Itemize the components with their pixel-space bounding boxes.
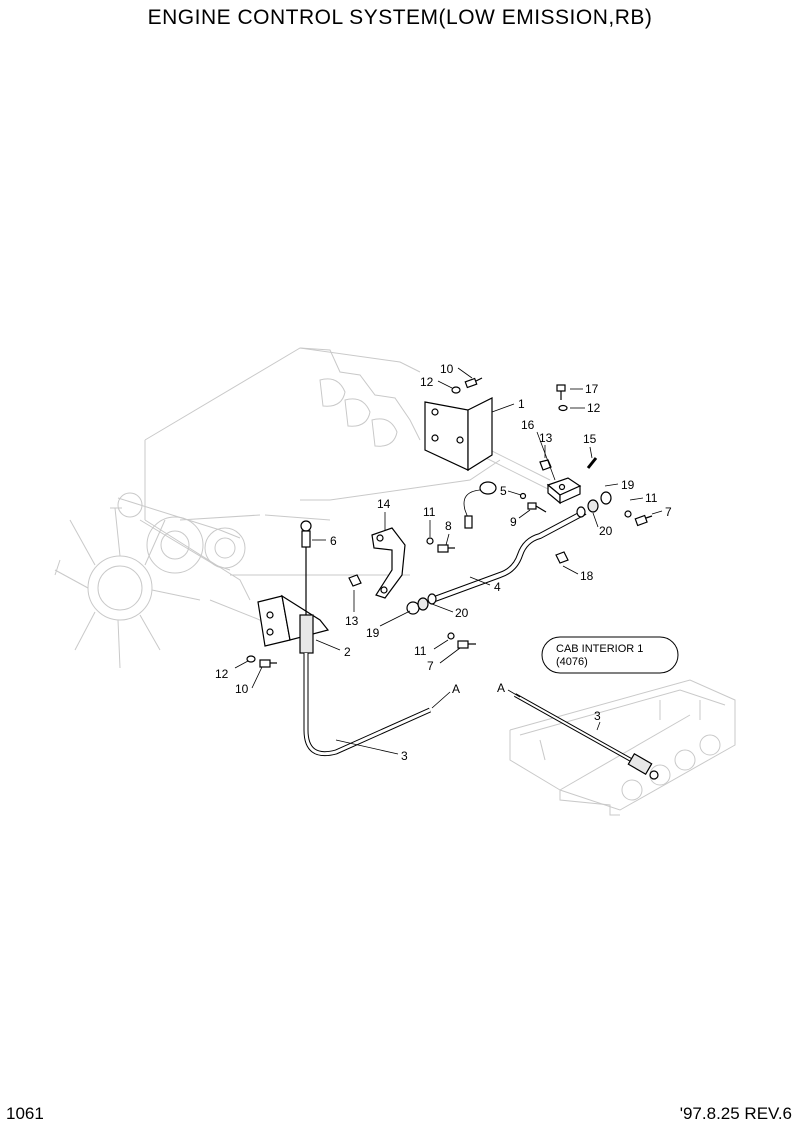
callout-5: 5 <box>500 484 507 498</box>
callout-15: 15 <box>583 432 597 446</box>
cab-console-ghost <box>509 679 736 816</box>
reference-box-line1: CAB INTERIOR 1 <box>556 643 643 655</box>
callout-a-cab: A <box>497 681 505 695</box>
callout-11-middle: 11 <box>423 505 436 519</box>
callout-19-left: 19 <box>366 626 380 640</box>
callout-a-engine: A <box>452 682 460 696</box>
callout-3-cab: 3 <box>594 709 601 723</box>
callout-10-top: 10 <box>440 362 454 376</box>
lever-bracket-part-14 <box>371 527 406 599</box>
callout-labels: 10 12 1 17 12 16 13 15 5 9 19 20 11 7 18… <box>215 362 672 763</box>
callout-20-right: 20 <box>599 524 613 538</box>
callout-2: 2 <box>344 645 351 659</box>
callout-13-right: 13 <box>539 431 553 445</box>
revision-label: '97.8.25 REV.6 <box>679 1104 792 1123</box>
callout-4: 4 <box>494 580 501 594</box>
callout-12-top: 12 <box>420 375 434 389</box>
rod-part-4 <box>430 509 587 603</box>
sensor-connector-part-8 <box>463 481 497 529</box>
hardware <box>246 377 653 668</box>
clamp-part-16 <box>546 477 582 505</box>
callout-9: 9 <box>510 515 517 529</box>
callout-10-lower: 10 <box>235 682 249 696</box>
callout-13-left: 13 <box>345 614 359 628</box>
engine-block-ghost <box>144 347 561 641</box>
callout-1: 1 <box>518 397 525 411</box>
callout-8: 8 <box>445 519 452 533</box>
page-number: 1061 <box>6 1104 44 1123</box>
callout-12-lower: 12 <box>215 667 229 681</box>
cable-end-cab <box>514 693 659 780</box>
reference-box[interactable]: CAB INTERIOR 1 (4076) <box>541 636 679 674</box>
bracket-part-1 <box>424 397 493 472</box>
fan-ghost <box>54 492 261 669</box>
callout-16: 16 <box>521 418 535 432</box>
callout-11-right: 11 <box>645 491 658 505</box>
callout-14: 14 <box>377 497 391 511</box>
page-title: ENGINE CONTROL SYSTEM(LOW EMISSION,RB) <box>147 6 653 29</box>
leader-lines <box>234 367 663 755</box>
callout-19-right: 19 <box>621 478 635 492</box>
callout-7-lower: 7 <box>427 659 434 673</box>
control-cable-part-3 <box>299 520 432 757</box>
callout-12-right: 12 <box>587 401 601 415</box>
callout-20-left: 20 <box>455 606 469 620</box>
callout-18: 18 <box>580 569 594 583</box>
callout-7-right: 7 <box>665 505 672 519</box>
callout-17: 17 <box>585 382 599 396</box>
reference-box-line2: (4076) <box>556 656 588 668</box>
callout-11-lower: 11 <box>414 644 427 658</box>
callout-6: 6 <box>330 534 337 548</box>
cable-bracket-part-2 <box>257 594 330 647</box>
callout-3-engine: 3 <box>401 749 408 763</box>
